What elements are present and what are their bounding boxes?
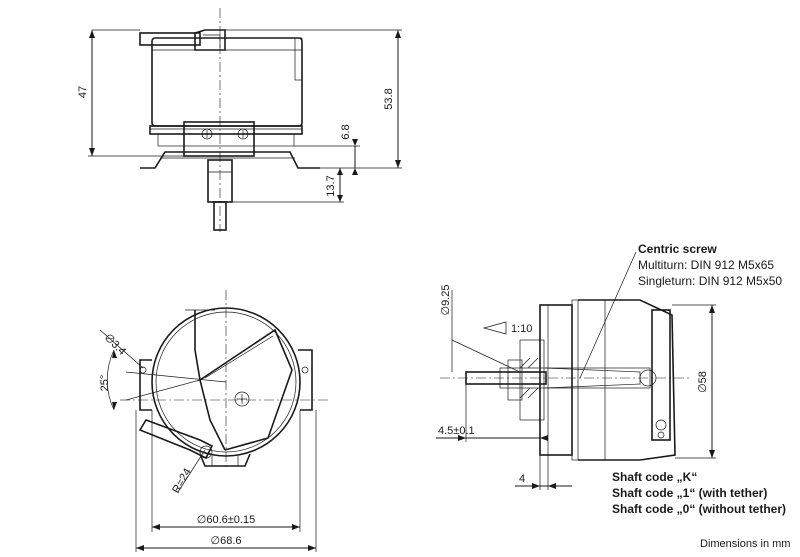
dim-68-6: ∅68.6 <box>211 535 242 547</box>
shaft-code-1: Shaft code „1“ (with tether) <box>612 486 767 500</box>
units-note: Dimensions in mm <box>700 538 790 550</box>
section-view: ∅9.25 1:10 ∅58 4.5±0.1 4 <box>436 251 716 490</box>
dim-6-8: 6.8 <box>340 124 352 139</box>
shaft-code-0: Shaft code „0“ (without tether) <box>612 502 786 516</box>
centric-screw-multiturn: Multiturn: DIN 912 M5x65 <box>638 258 774 272</box>
dim-4: 4 <box>519 473 525 485</box>
dim-60-6: ∅60.6±0.15 <box>197 514 255 526</box>
centric-screw-singleturn: Singleturn: DIN 912 M5x50 <box>638 274 782 288</box>
dim-47: 47 <box>77 86 89 98</box>
dim-53-8: 53.8 <box>383 88 395 109</box>
side-elevation-view: 47 53.8 6.8 13.7 <box>77 8 402 232</box>
dim-radius-24: R=24 <box>170 466 194 495</box>
dim-angle-25: 25° <box>99 375 111 392</box>
shaft-code-k: Shaft code „K“ <box>612 470 697 484</box>
taper-1-10: 1:10 <box>511 323 532 335</box>
dim-9-25: ∅9.25 <box>440 285 452 316</box>
front-view: ∅3.4 25° R=24 ∅60.6±0.15 ∅68.6 <box>99 290 330 552</box>
dim-13-7: 13.7 <box>325 175 337 196</box>
dim-58: ∅58 <box>697 371 709 393</box>
centric-screw-title: Centric screw <box>638 242 717 256</box>
dim-4-5: 4.5±0.1 <box>438 425 475 437</box>
